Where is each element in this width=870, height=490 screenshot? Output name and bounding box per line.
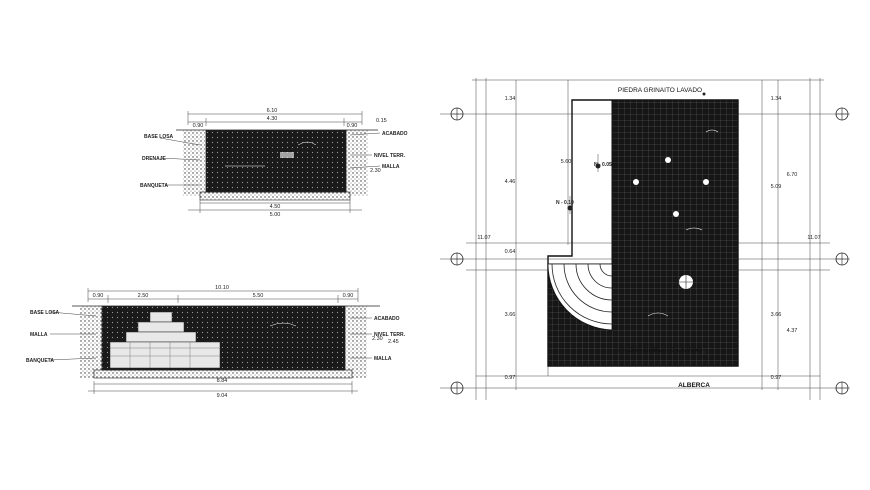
dim-text: 2.30 xyxy=(370,168,381,174)
dim-text: 2.50 xyxy=(138,293,149,299)
leader-label: NIVEL TERR. xyxy=(374,153,406,159)
dim-text: 4.50 xyxy=(270,204,281,210)
dim-text: 11.07 xyxy=(807,235,820,241)
dim-text: 8.84 xyxy=(217,378,228,384)
dim-text: 5.00 xyxy=(270,212,281,218)
leader-label: MALLA xyxy=(30,332,48,338)
dim-text: 0.90 xyxy=(343,293,354,299)
dim-text: 9.04 xyxy=(217,393,228,399)
leader-label: BASE LOSA xyxy=(30,310,60,316)
dim-text: 0.97 xyxy=(771,375,782,381)
pool-label: ALBERCA xyxy=(678,382,710,389)
section-bottom: 10.10 0.90 2.50 5.50 0.90 8.84 9.04 2.30… xyxy=(26,285,406,399)
pool-section-top xyxy=(206,130,346,192)
dim-text: 11.07 xyxy=(477,235,490,241)
level-marker: N - 0.10 xyxy=(556,200,574,206)
dim-text: 0.90 xyxy=(93,293,104,299)
dim-text: 2.30 xyxy=(372,336,383,342)
material-label: PIEDRA GRINAITO LAVADO xyxy=(618,87,702,94)
leader-label: BANQUETA xyxy=(140,183,168,189)
leader-label: DRENAJE xyxy=(142,156,167,162)
level-marker: N - 0.05 xyxy=(594,162,612,168)
dim-text: 4.30 xyxy=(267,116,278,122)
dim-text: 6.70 xyxy=(787,172,798,178)
dim-text: 2.45 xyxy=(388,339,399,345)
dim-text: 5.09 xyxy=(771,184,782,190)
dim-text: 3.66 xyxy=(505,312,516,318)
dim-text: 0.64 xyxy=(505,249,516,255)
leader-label: NIVEL TERR. xyxy=(374,332,406,338)
dim-text: 5.50 xyxy=(253,293,264,299)
leader-label: MALLA xyxy=(382,164,400,170)
dim-text: 0.90 xyxy=(347,123,358,129)
material-label: PIEDRA GRINAITO LAVADO xyxy=(618,347,702,354)
dim-text: 3.66 xyxy=(771,312,782,318)
dim-text: 0.97 xyxy=(505,375,516,381)
dim-text: 6.10 xyxy=(267,108,278,114)
leader-label: BANQUETA xyxy=(26,358,54,364)
dim-text: 10.10 xyxy=(215,285,229,291)
section-top: 6.10 4.30 0.90 0.90 4.50 5.00 0.15 2.30 … xyxy=(140,108,408,218)
plan-view: N - 0.05 N - 0.10 PIEDRA GRINAITO LAVADO… xyxy=(440,78,850,400)
dim-text: 0.15 xyxy=(376,118,387,124)
dim-text: 0.90 xyxy=(193,123,204,129)
pool-steps xyxy=(109,311,221,369)
dim-text: 5.60 xyxy=(561,159,572,165)
dim-text: 4.46 xyxy=(505,179,516,185)
pool-stairs-plan xyxy=(547,263,613,331)
leader-label: BASE LOSA xyxy=(144,134,174,140)
pool-plan xyxy=(547,99,739,367)
leader-label: ACABADO xyxy=(382,131,408,137)
dim-text: 4.37 xyxy=(787,328,798,334)
dim-text: 1.34 xyxy=(771,96,782,102)
leader-label: MALLA xyxy=(374,356,392,362)
leader-label: ACABADO xyxy=(374,316,400,322)
pool-lights xyxy=(633,157,709,289)
axis-bubbles xyxy=(450,107,849,395)
dim-text: 1.34 xyxy=(505,96,516,102)
